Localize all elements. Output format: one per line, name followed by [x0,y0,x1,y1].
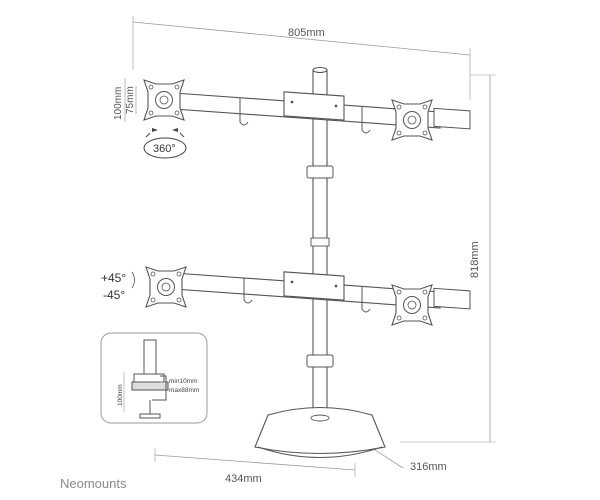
clamp-detail-inset: 100mm min10mm max88mm [100,332,208,424]
vesa-plate-top-right [391,99,433,141]
rotation-indicator: 360° [143,128,187,159]
height-label: 818mm [469,241,481,278]
desk-surface [131,381,169,391]
rotate-arrow-right-icon [172,128,178,132]
clamp-max-label: max88mm [169,387,199,394]
dimension-base-depth: 316mm [371,447,447,473]
tilt-indicator: +45° -45° [101,271,135,302]
width-label: 805mm [288,27,325,39]
brand-logo-text: Neomounts [60,476,127,491]
vesa-outer-label: 100mm [113,87,124,120]
dimension-base-width: 434mm [154,448,356,485]
dimension-height-818: 818mm [400,74,496,443]
tilt-up-label: +45° [101,271,126,285]
dimension-vesa: 100mm 75mm [113,78,137,122]
rotate-arrow-left-icon [152,128,158,132]
bottom-crossbar [159,271,471,313]
dimension-width-805: 805mm [132,16,471,100]
stand-base [254,407,386,458]
clamp-height-label: 100mm [117,384,124,406]
clamp-min-label: min10mm [169,378,198,385]
vesa-inner-label: 75mm [125,86,136,114]
base-width-label: 434mm [225,473,262,485]
base-depth-label: 316mm [410,461,447,473]
rotation-label: 360° [153,143,176,155]
vesa-plate-bottom-left [145,266,187,308]
vesa-plate-bottom-right [391,284,433,326]
tilt-down-label: -45° [103,288,125,302]
vesa-plate-top-left [143,79,185,121]
clamp-knob [139,413,161,419]
center-pole [306,67,334,441]
clamp-pole [143,339,157,375]
